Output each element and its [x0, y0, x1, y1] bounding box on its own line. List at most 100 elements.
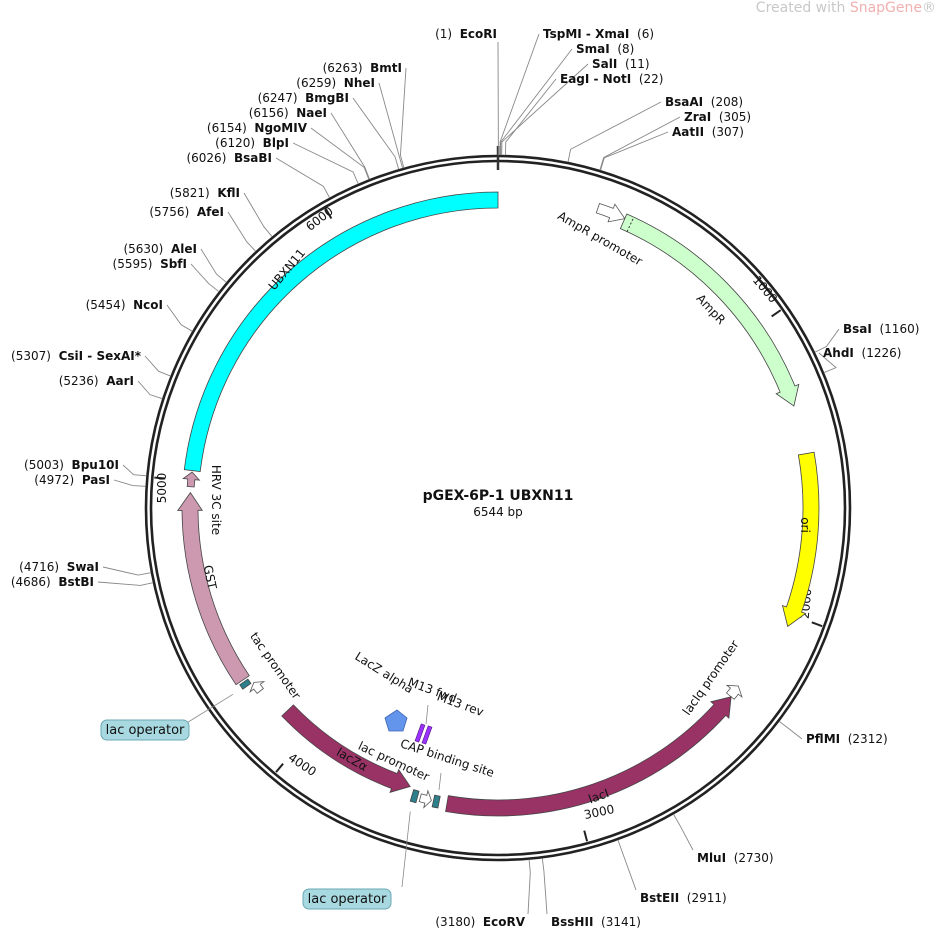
lac-operator-callout-label: lac operator: [308, 892, 387, 907]
feature-lacz-arc: [281, 704, 411, 794]
site-name: SbfI: [160, 257, 187, 271]
feature-label-ori: ori: [798, 517, 812, 533]
site-name: PasI: [82, 473, 110, 487]
site-tspmi-xmai: TspMI - XmaI (6): [499, 27, 654, 156]
site-leader-line: [814, 328, 840, 353]
site-leader-line: [200, 248, 227, 283]
site-leader-line: [501, 63, 589, 156]
site-name: BstBI: [58, 575, 94, 589]
site-position: (208): [703, 95, 743, 109]
site-label: PflMI (2312): [806, 732, 888, 746]
watermark-suffix: ®: [922, 0, 936, 16]
site-ahdi: AhdI (1226): [818, 346, 901, 374]
site-position: (6154): [207, 121, 255, 135]
site-bstbi: (4686) BstBI: [11, 575, 154, 589]
site-ecori: (1) EcoRI: [435, 27, 499, 156]
site-label: (5307) CsiI - SexAI*: [11, 349, 142, 363]
site-label: (6263) BmtI: [323, 61, 402, 75]
tick-label-4000: 4000: [286, 750, 319, 779]
feature-laciq-promoter-arrow: [725, 684, 743, 700]
feature-lacz-alpha-pentagon: [384, 709, 408, 732]
feature-ampr-arc: [619, 213, 800, 407]
site-leader-line: [122, 464, 147, 477]
site-position: (2911): [679, 891, 727, 905]
site-pflmi: PflMI (2312): [778, 721, 888, 746]
site-alei: (5630) AleI: [123, 242, 227, 283]
feature-tac-promoter-arrow: [249, 681, 266, 694]
tick-mark-5000: [154, 476, 166, 480]
cap-leader-line: [438, 772, 442, 791]
tick-label-6000: 6000: [303, 204, 336, 234]
site-label: (5756) AfeI: [149, 205, 224, 219]
site-name: PflMI: [806, 732, 840, 746]
site-leader-line: [227, 211, 257, 252]
feature-lac-promoter-arrow: [418, 789, 432, 809]
lac-operator-callout-line: [401, 811, 411, 888]
site-name: BsaI: [843, 322, 872, 336]
feature-label-hrv-3c-site: HRV 3C site: [209, 465, 223, 535]
site-pasi: (4972) PasI: [34, 473, 146, 487]
site-leader-line: [97, 581, 154, 586]
site-position: (4686): [11, 575, 59, 589]
site-position: (5630): [123, 242, 171, 256]
site-name: KflI: [217, 186, 240, 200]
site-label: BstEII (2911): [640, 891, 727, 905]
site-ngomiv: (6154) NgoMIV: [207, 121, 370, 180]
site-label: (5236) AarI: [59, 374, 134, 388]
site-label: EagI - NotI (22): [560, 72, 663, 86]
site-label: (4716) SwaI: [19, 560, 99, 574]
m13-leader-line: [425, 704, 429, 725]
site-leader-line: [243, 192, 273, 237]
site-label: (5630) AleI: [123, 242, 197, 256]
site-label: BssHII (3141): [551, 915, 641, 929]
site-name: CsiI - SexAI*: [59, 349, 142, 363]
feature-label-laciq-promoter: lacIq promoter: [680, 638, 742, 718]
site-ncoi: (5454) NcoI: [86, 298, 193, 332]
site-leader-line: [310, 127, 370, 180]
site-position: (307): [704, 125, 744, 139]
features: [177, 191, 820, 817]
feature-gst-arc: [177, 491, 250, 686]
site-name: SmaI: [576, 42, 610, 56]
site-leader-line: [567, 101, 662, 163]
site-name: AfeI: [197, 205, 224, 219]
tick-mark-2000: [811, 621, 823, 628]
site-bsabi: (6026) BsaBI: [186, 151, 330, 198]
site-leader-line: [352, 97, 400, 170]
feature-m13-rev-primer: [421, 725, 433, 745]
site-label: (1) EcoRI: [435, 27, 497, 41]
site-naei: (6156) NaeI: [249, 106, 370, 180]
site-position: (2730): [726, 851, 774, 865]
site-position: (6259): [296, 76, 344, 90]
site-label: (5454) NcoI: [86, 298, 163, 312]
site-bmti: (6263) BmtI: [323, 61, 407, 168]
site-label: SmaI (8): [576, 42, 634, 56]
feature-m13-fwd-primer: [414, 723, 426, 743]
site-name: BssHII: [551, 915, 593, 929]
site-nhei: (6259) NheI: [296, 76, 404, 169]
site-name: EagI - NotI: [560, 72, 631, 86]
site-label: AhdI (1226): [823, 346, 901, 360]
site-leader-line: [527, 859, 531, 915]
site-label: (3180) EcoRV: [435, 915, 525, 929]
site-position: (1160): [872, 322, 920, 336]
site-label: MluI (2730): [697, 851, 774, 865]
site-label: (5821) KflI: [170, 186, 240, 200]
site-position: (6263): [323, 61, 371, 75]
tick-label-3000: 3000: [583, 802, 616, 822]
tick-mark-6000: [325, 208, 333, 220]
site-name: TspMI - XmaI: [543, 27, 629, 41]
lac-operator-callout-box: [302, 888, 392, 910]
site-name: SalI: [592, 57, 617, 71]
site-leader-line: [292, 142, 359, 185]
site-label: (6026) BsaBI: [186, 151, 272, 165]
feature-label-gst: GST: [201, 564, 220, 591]
site-bsshii: BssHII (3141): [541, 858, 641, 929]
snapgene-watermark: Created with SnapGene®: [756, 0, 936, 16]
site-label: BsaI (1160): [843, 322, 919, 336]
tick-label-5000: 5000: [155, 473, 169, 504]
feature-laci-arc: [445, 696, 732, 817]
feature-hrv-3c-site-arc: [182, 471, 201, 488]
site-name: AleI: [171, 242, 197, 256]
watermark-brand: SnapGene: [849, 0, 922, 16]
